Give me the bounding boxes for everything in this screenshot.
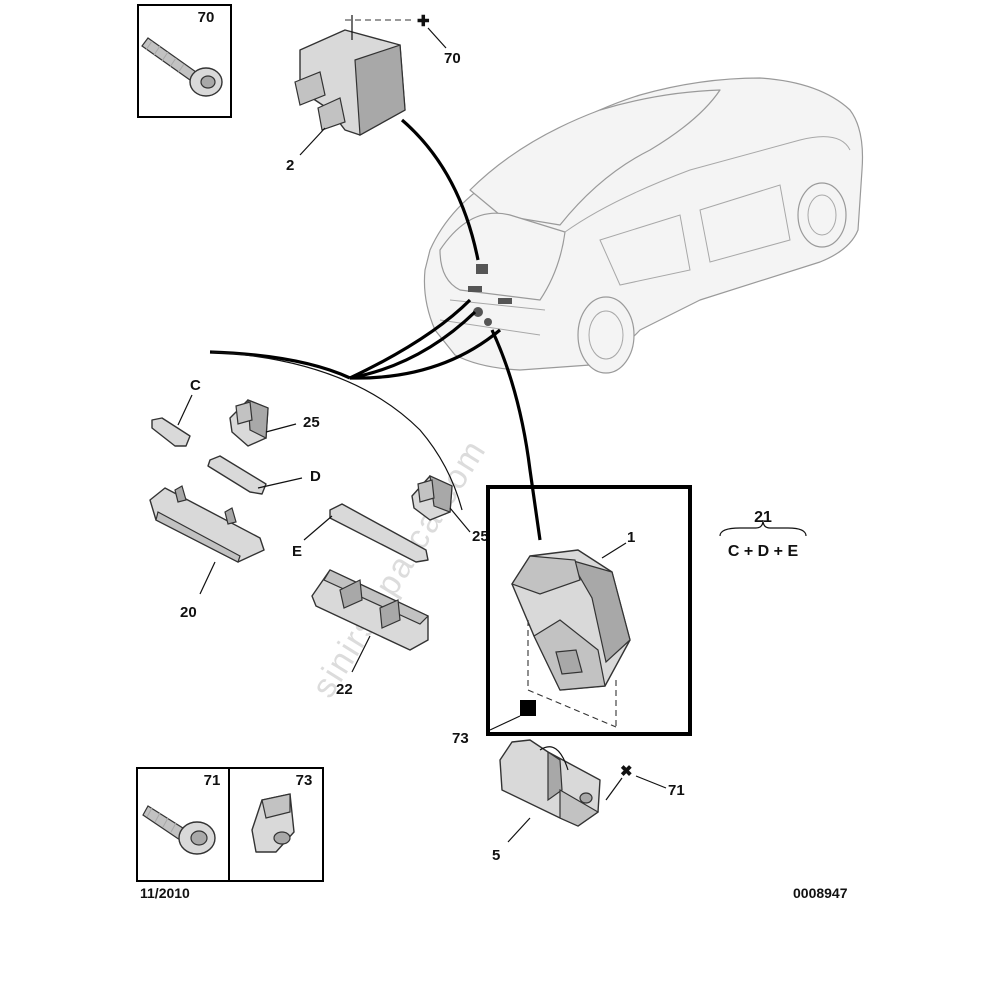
screw-71-icon [142, 805, 216, 855]
callout-70-label: 70 [444, 50, 461, 67]
part-d-seal [207, 455, 267, 495]
watermark-text: sinirsizparca.com [305, 433, 494, 705]
callout-5-label: 5 [492, 847, 500, 864]
footer-reference: 0008947 [793, 885, 848, 901]
car-illustration [423, 77, 864, 374]
screw-70-icon [141, 37, 223, 97]
callout-22-label: 22 [336, 681, 353, 698]
callout-71-marker: ✖ [620, 763, 633, 780]
callout-1-label: 1 [627, 529, 635, 546]
callout-c-label: C [190, 377, 201, 394]
part-25-clip-lower [411, 475, 453, 521]
inset-box-70-number: 70 [198, 9, 215, 26]
inset-box-71-number: 71 [204, 772, 221, 789]
formula-brace [719, 519, 807, 537]
inset-box-73-number: 73 [296, 772, 313, 789]
callout-21-label: 21 [754, 509, 772, 526]
callout-2-label: 2 [286, 157, 294, 174]
part-25-clip-upper [229, 399, 269, 447]
inset-box-70 [137, 4, 232, 118]
clip-73-marker [520, 700, 536, 716]
tailgate-lock-point [476, 264, 488, 274]
part-1-tailgate-lock [511, 549, 631, 691]
footer-date: 11/2010 [140, 885, 190, 901]
callout-25a-label: 25 [303, 414, 320, 431]
part-20-tailgate-handle [149, 485, 265, 563]
group-arc [211, 351, 463, 511]
callout-73-label: 73 [452, 730, 469, 747]
callout-d-label: D [310, 468, 321, 485]
highlight-frame [486, 485, 692, 736]
callout-e-label: E [292, 543, 302, 560]
part-c-seal [151, 417, 191, 447]
part-2-lock-actuator [294, 15, 415, 136]
callout-25b-label: 25 [472, 528, 489, 545]
formula-text: C + D + E [728, 543, 799, 560]
part-5-striker [499, 739, 601, 827]
wire-lines [209, 118, 542, 541]
callout-20-label: 20 [180, 604, 197, 621]
clip-73-icon [251, 793, 295, 853]
callout-70: ✚ [417, 13, 430, 30]
part-22-bracket [311, 569, 430, 651]
callout-71-label: 71 [668, 782, 685, 799]
